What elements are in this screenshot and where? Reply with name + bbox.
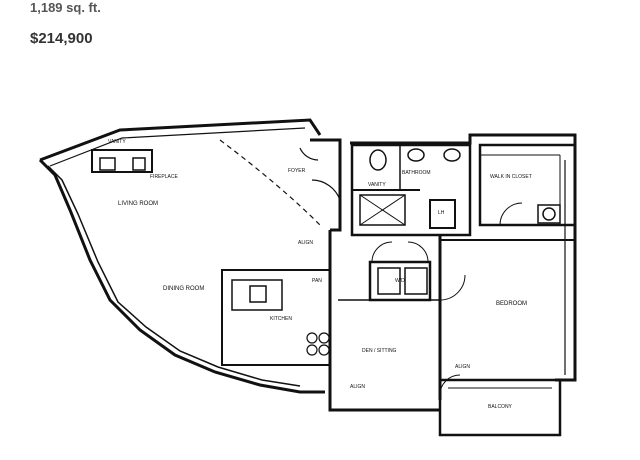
toilet: [369, 149, 387, 171]
label-walkin: WALK IN CLOSET: [490, 174, 532, 180]
label-vanity-top: VANITY: [108, 139, 126, 145]
top-wall-living-inner: [49, 127, 306, 167]
cooktop-1: [306, 332, 318, 344]
kitchen-sink: [249, 285, 267, 303]
label-bedroom: BEDROOM: [496, 301, 527, 307]
label-vanity-bath: VANITY: [368, 182, 386, 188]
label-fireplace: FIREPLACE: [150, 174, 178, 180]
cooktop-4: [318, 344, 330, 356]
fireplace-hearth: [132, 157, 146, 171]
label-align-right: ALIGN: [455, 364, 470, 370]
price: $214,900: [30, 30, 93, 47]
outer-wall-curved-inner: [47, 165, 301, 387]
label-wd: W/D: [395, 278, 405, 284]
kitchen-counter: [221, 269, 331, 366]
square-footage: 1,189 sq. ft.: [30, 0, 101, 15]
label-foyer: FOYER: [288, 168, 306, 174]
label-align-top: ALIGN: [298, 240, 313, 246]
den-walls: [328, 230, 440, 412]
label-pan: PAN: [312, 278, 322, 284]
fireplace-box: [91, 149, 153, 173]
label-dining: DINING ROOM: [163, 286, 204, 292]
label-lh: LH: [438, 210, 445, 216]
sink-right: [443, 148, 461, 162]
tub: [359, 194, 406, 226]
right-wall: [555, 145, 577, 382]
core-top-wall: [350, 133, 577, 145]
top-wall-living: [39, 118, 322, 162]
label-bathroom: BATHROOM: [402, 170, 431, 176]
sink-left: [407, 148, 425, 162]
fireplace-firebox: [99, 157, 116, 171]
label-kitchen: KITCHEN: [270, 316, 292, 322]
label-living: LIVING ROOM: [118, 201, 158, 207]
label-den: DEN / SITTING: [362, 348, 397, 354]
outer-wall-curved: [38, 158, 325, 394]
label-align-bottom: ALIGN: [350, 384, 365, 390]
cooktop-2: [318, 332, 330, 344]
label-balcony: BALCONY: [488, 404, 513, 410]
water-heater: [537, 204, 561, 224]
foyer-wall: [310, 138, 342, 232]
cooktop-3: [306, 344, 318, 356]
balcony: [438, 378, 562, 437]
